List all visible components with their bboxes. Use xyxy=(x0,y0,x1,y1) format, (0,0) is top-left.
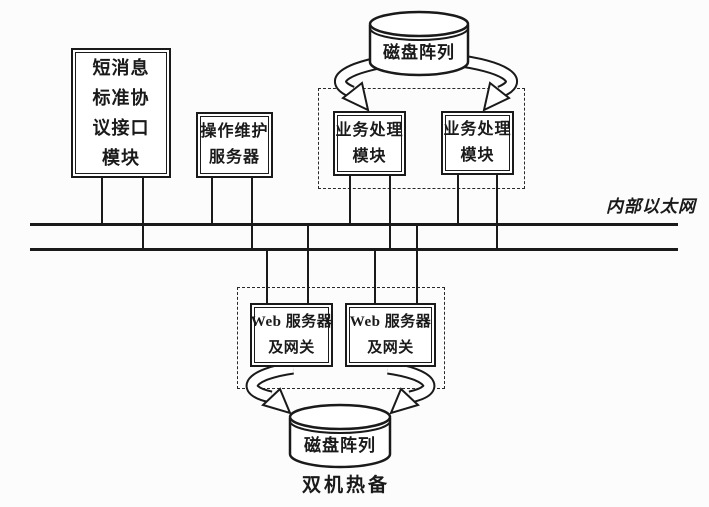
node-label-line: 操作维护 xyxy=(200,123,269,140)
node-label-line: Web 服务器 xyxy=(349,314,432,330)
node-web-gateway-2: Web 服务器 及网关 xyxy=(345,303,436,367)
bp-cluster-dashed-box xyxy=(318,88,525,189)
node-label-line: 模块 xyxy=(102,148,140,168)
node-label-line: 模块 xyxy=(352,147,387,165)
ethernet-bus-label: 内部以太网 xyxy=(606,197,696,216)
disk-array-top-label: 磁盘阵列 xyxy=(383,43,455,62)
node-sms-protocol-module: 短消息 标准协 议接口 模块 xyxy=(71,48,171,178)
node-label-line: 及网关 xyxy=(268,340,315,356)
node-label-line: 服务器 xyxy=(208,149,260,166)
node-label-line: 及网关 xyxy=(367,340,414,356)
node-bp-module-2: 业务处理 模块 xyxy=(441,111,514,175)
node-label-line: 议接口 xyxy=(92,118,150,138)
connector-legs xyxy=(101,174,498,304)
disk-array-bottom-label: 磁盘阵列 xyxy=(304,436,376,455)
node-label-line: 业务处理 xyxy=(443,121,512,138)
node-label-line: 模块 xyxy=(460,147,495,164)
node-label-line: 标准协 xyxy=(92,88,150,108)
hot-standby-label: 双机热备 xyxy=(302,475,391,496)
web-cluster-dashed-box xyxy=(237,287,445,389)
node-bp-module-1: 业务处理 模块 xyxy=(333,111,406,176)
node-label-line: Web 服务器 xyxy=(250,314,333,330)
node-web-gateway-1: Web 服务器 及网关 xyxy=(250,303,333,367)
node-label-line: 业务处理 xyxy=(335,121,404,139)
node-label-line: 短消息 xyxy=(92,58,150,78)
node-om-server: 操作维护 服务器 xyxy=(196,112,273,178)
